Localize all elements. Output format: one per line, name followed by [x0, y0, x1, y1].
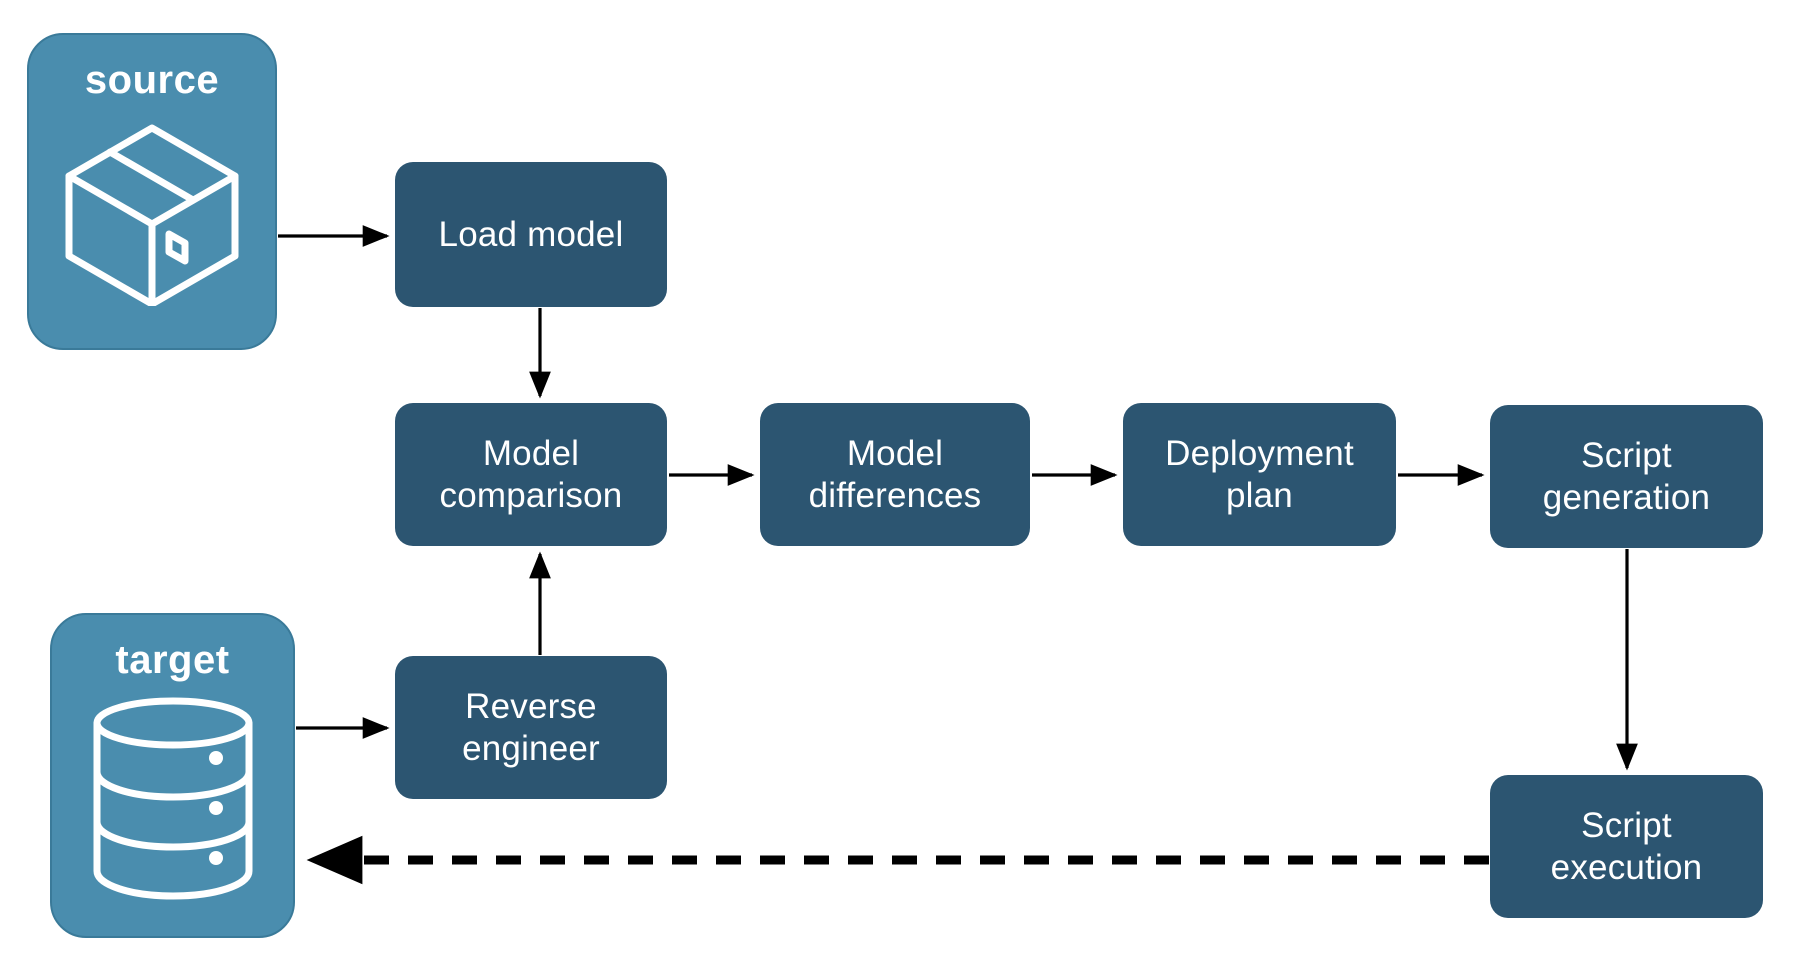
process-deployment-plan[interactable]: Deployment plan	[1123, 403, 1396, 546]
package-box-icon	[57, 116, 247, 312]
source-endpoint[interactable]: source	[27, 33, 277, 350]
process-reverse-engineer[interactable]: Reverse engineer	[395, 656, 667, 799]
database-cylinder-icon	[85, 694, 261, 906]
process-script-generation[interactable]: Script generation	[1490, 405, 1763, 548]
process-script-execution[interactable]: Script execution	[1490, 775, 1763, 918]
target-endpoint[interactable]: target	[50, 613, 295, 938]
target-endpoint-label: target	[115, 638, 230, 682]
source-endpoint-label: source	[84, 58, 220, 102]
process-load-model[interactable]: Load model	[395, 162, 667, 307]
process-model-differences[interactable]: Model differences	[760, 403, 1030, 546]
process-model-comparison[interactable]: Model comparison	[395, 403, 667, 546]
